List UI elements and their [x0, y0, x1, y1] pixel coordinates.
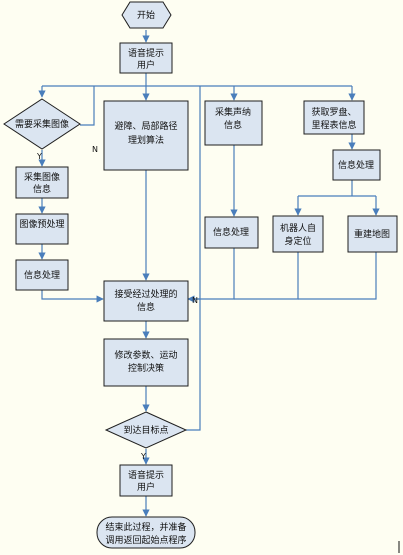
info-process-left-node: 信息处理: [15, 259, 69, 291]
need-capture-image-decision: 需要采集图像: [3, 98, 81, 150]
robot-localization-node: 机器人自 身定位: [272, 215, 324, 253]
info-process-mid-node: 信息处理: [204, 216, 259, 249]
obstacle-avoidance-node: 避障、局部路径 理划算法: [103, 100, 189, 171]
prompt-user-final-line1: 语音提示: [128, 469, 164, 481]
prompt-user-node: 语音提示 用户: [119, 42, 173, 74]
receive-processed-info-line2: 信息: [137, 301, 155, 313]
prompt-user-final-node: 语音提示 用户: [119, 464, 173, 497]
modify-params-node: 修改参数、运动 控制决策: [103, 338, 189, 387]
info-process-right-top-node: 信息处理: [332, 149, 381, 181]
need-capture-image-label: 需要采集图像: [15, 118, 69, 130]
end-line1: 结束此过程，并准备: [105, 521, 186, 533]
info-process-right-top-label: 信息处理: [338, 159, 374, 171]
obstacle-avoidance-line2: 理划算法: [128, 134, 164, 146]
compass-odometer-line1: 获取罗盘、: [311, 106, 356, 118]
edge-label-yes-capture: Y: [36, 152, 42, 161]
receive-processed-info-line1: 接受经过处理的: [114, 288, 177, 300]
capture-image-info-line1: 采集图像: [24, 171, 60, 183]
start-node: 开始: [121, 1, 172, 29]
modify-params-line2: 控制决策: [128, 362, 164, 374]
sonar-info-line1: 采集声纳: [215, 106, 251, 118]
connectors: [38, 30, 380, 517]
compass-odometer-node: 获取罗盘、 里程表信息: [303, 100, 365, 135]
edge-label-no-capture: N: [92, 145, 98, 154]
image-preprocess-node: 图像预处理: [15, 213, 69, 245]
reach-target-label: 到达目标点: [123, 424, 168, 436]
capture-image-info-line2: 信息: [33, 183, 51, 195]
rebuild-map-label: 重建地图: [354, 228, 390, 240]
sonar-info-line2: 信息: [224, 119, 242, 131]
sonar-info-node: 采集声纳 信息: [204, 100, 263, 146]
start-label: 开始: [137, 9, 155, 21]
info-process-mid-label: 信息处理: [213, 226, 249, 238]
info-process-left-label: 信息处理: [24, 269, 60, 281]
robot-localization-line1: 机器人自: [280, 222, 316, 234]
end-node: 结束此过程，并准备 调用返回起始点程序: [96, 516, 196, 549]
compass-odometer-line2: 里程表信息: [311, 119, 356, 131]
image-preprocess-label: 图像预处理: [19, 218, 64, 230]
capture-image-info-node: 采集图像 信息: [15, 166, 69, 199]
prompt-user-line2: 用户: [137, 59, 155, 71]
end-line2: 调用返回起始点程序: [105, 534, 186, 546]
edge-label-no-reach: N: [192, 296, 198, 305]
modify-params-line1: 修改参数、运动: [114, 349, 177, 361]
reach-target-decision: 到达目标点: [104, 411, 188, 449]
edge-label-yes-reach: Y: [140, 452, 146, 461]
receive-processed-info-node: 接受经过处理的 信息: [103, 280, 189, 322]
obstacle-avoidance-line1: 避障、局部路径: [114, 120, 177, 132]
prompt-user-final-line2: 用户: [137, 481, 155, 493]
rebuild-map-node: 重建地图: [347, 215, 398, 253]
prompt-user-line1: 语音提示: [128, 47, 164, 59]
robot-localization-line2: 身定位: [284, 235, 311, 247]
